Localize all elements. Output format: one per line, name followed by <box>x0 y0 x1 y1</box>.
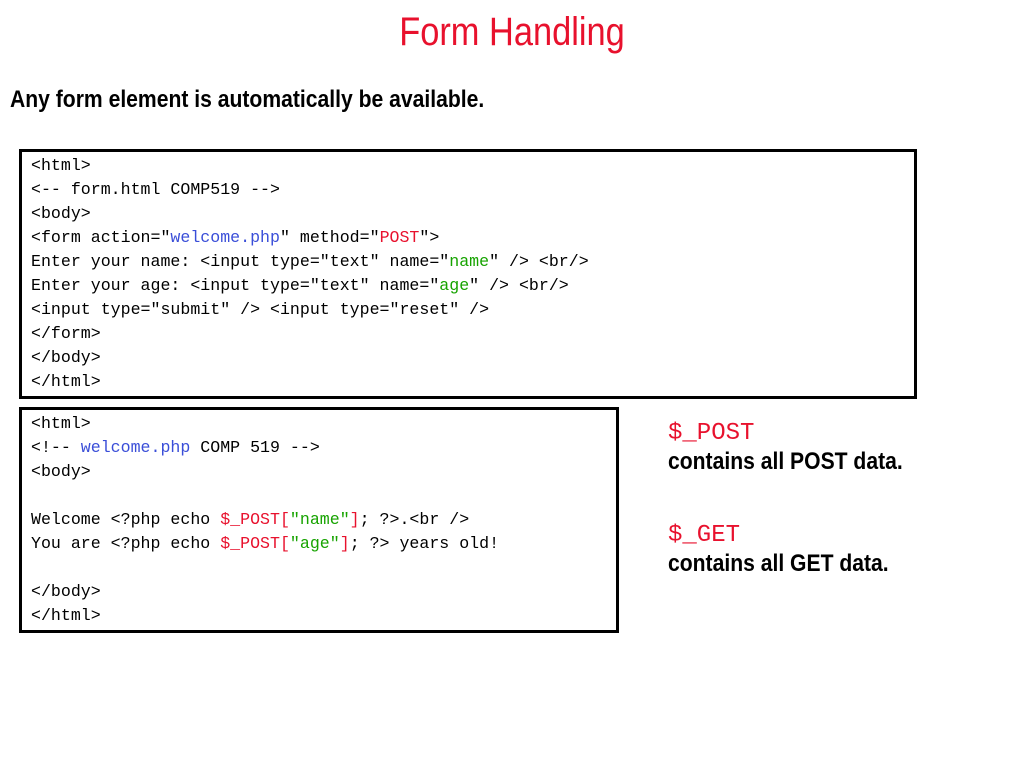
code-line: Enter your age: <input type="text" name=… <box>31 274 905 298</box>
code-text: Enter your name: <input type="text" name… <box>31 252 450 271</box>
code-line: You are <?php echo $_POST["age"]; ?> yea… <box>31 532 607 556</box>
action-value: welcome.php <box>170 228 280 247</box>
post-key: "name" <box>289 510 350 529</box>
code-line: <!-- welcome.php COMP 519 --> <box>31 436 607 460</box>
code-line: Enter your name: <input type="text" name… <box>31 250 905 274</box>
filename-text: welcome.php <box>80 438 191 457</box>
method-value: POST <box>379 228 420 247</box>
code-text: "> <box>419 228 440 247</box>
slide-subtitle: Any form element is automatically be ava… <box>10 86 485 113</box>
code-text: Enter your age: <input type="text" name=… <box>31 276 440 295</box>
code-line: </body> <box>31 348 101 367</box>
code-line: <-- form.html COMP519 --> <box>31 180 280 199</box>
spacer <box>668 476 1008 522</box>
form-html-code-box: <html> <-- form.html COMP519 --> <body> <fo… <box>19 149 917 399</box>
code-text: Welcome <?php echo <box>31 510 221 529</box>
post-variable-name: $_POST <box>668 420 755 447</box>
code-text: <!-- <box>31 438 81 457</box>
welcome-php-code-box: <html> <!-- welcome.php COMP 519 --> <body… <box>19 407 619 633</box>
code-line: </form> <box>31 324 101 343</box>
code-text: ; ?>.<br /> <box>359 510 470 529</box>
code-text: " method=" <box>279 228 380 247</box>
get-variable-description: contains all GET data. <box>668 550 889 577</box>
code-text: " /> <br/> <box>489 252 589 271</box>
code-line: <html> <box>31 156 91 175</box>
code-text: You are <?php echo <box>31 534 221 553</box>
code-line: <input type="submit" /> <input type="res… <box>31 300 490 319</box>
post-array-close: ] <box>339 534 350 553</box>
name-attr-value: name <box>449 252 490 271</box>
code-line: <body> <box>31 204 91 223</box>
post-key: "age" <box>289 534 340 553</box>
code-line: </html> <box>31 372 101 391</box>
blank-line <box>31 484 607 508</box>
post-array-open: $_POST[ <box>220 510 290 529</box>
code-line: <html> <box>31 414 91 433</box>
slide-title: Form Handling <box>399 10 625 54</box>
side-notes: $_POST contains all POST data. $_GET con… <box>668 420 1008 578</box>
code-line: <form action="welcome.php" method="POST"… <box>31 226 905 250</box>
post-array-close: ] <box>349 510 360 529</box>
get-variable-name: $_GET <box>668 522 741 549</box>
code-text: COMP 519 --> <box>190 438 320 457</box>
code-line: </html> <box>31 606 101 625</box>
code-text: " /> <br/> <box>469 276 569 295</box>
code-text: ; ?> years old! <box>349 534 500 553</box>
post-array-open: $_POST[ <box>220 534 290 553</box>
code-line: </body> <box>31 582 101 601</box>
code-text: <form action=" <box>31 228 171 247</box>
code-line: Welcome <?php echo $_POST["name"]; ?>.<b… <box>31 508 607 532</box>
blank-line <box>31 556 607 580</box>
age-attr-value: age <box>439 276 470 295</box>
code-line: <body> <box>31 462 91 481</box>
post-variable-description: contains all POST data. <box>668 448 903 475</box>
